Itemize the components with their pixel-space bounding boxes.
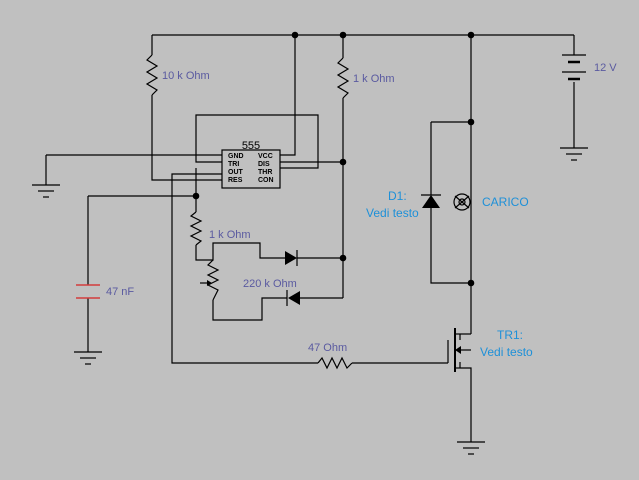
label-r-10k: 10 k Ohm xyxy=(162,70,210,82)
label-d1-value: Vedi testo xyxy=(366,206,419,220)
ground-icon-left xyxy=(32,184,60,198)
ic-555: 555 GND TRI OUT RES VCC DIS THR CON xyxy=(221,140,281,189)
mosfet-tr1 xyxy=(447,328,471,372)
resistor-1k-low xyxy=(189,211,203,246)
pin-out: OUT xyxy=(228,169,244,176)
resistor-1k-mid xyxy=(336,57,350,99)
ground-icon-cap xyxy=(74,351,102,365)
label-load: CARICO xyxy=(482,195,529,209)
load-icon xyxy=(453,193,471,211)
battery-12v xyxy=(562,54,586,81)
diode-upper xyxy=(285,250,298,266)
resistor-10k xyxy=(145,54,159,96)
pin-gnd: GND xyxy=(228,153,244,160)
label-r-1k-low: 1 k Ohm xyxy=(209,229,251,241)
pin-con: CON xyxy=(258,177,274,184)
ground-icon-battery xyxy=(560,147,588,161)
pin-tri: TRI xyxy=(228,161,239,168)
pin-dis: DIS xyxy=(258,161,270,168)
ic-title: 555 xyxy=(242,140,260,152)
pin-vcc: VCC xyxy=(258,153,273,160)
junctions xyxy=(192,31,475,287)
label-r-gate: 47 Ohm xyxy=(308,342,347,354)
pin-thr: THR xyxy=(258,169,272,176)
wires xyxy=(45,34,575,442)
resistor-47-ohm xyxy=(317,356,353,370)
diode-lower xyxy=(286,290,300,306)
diode-d1 xyxy=(421,194,441,208)
label-r-1k-mid: 1 k Ohm xyxy=(353,73,395,85)
capacitor-47nf xyxy=(76,284,100,299)
label-pot: 220 k Ohm xyxy=(243,278,297,290)
label-cap: 47 nF xyxy=(106,286,134,298)
label-battery: 12 V xyxy=(594,62,617,74)
label-d1-name: D1: xyxy=(388,189,407,203)
potentiometer xyxy=(200,259,220,301)
ground-icon-mosfet xyxy=(457,441,485,455)
label-tr1-value: Vedi testo xyxy=(480,345,533,359)
label-tr1-name: TR1: xyxy=(497,328,523,342)
pin-res: RES xyxy=(228,177,243,184)
